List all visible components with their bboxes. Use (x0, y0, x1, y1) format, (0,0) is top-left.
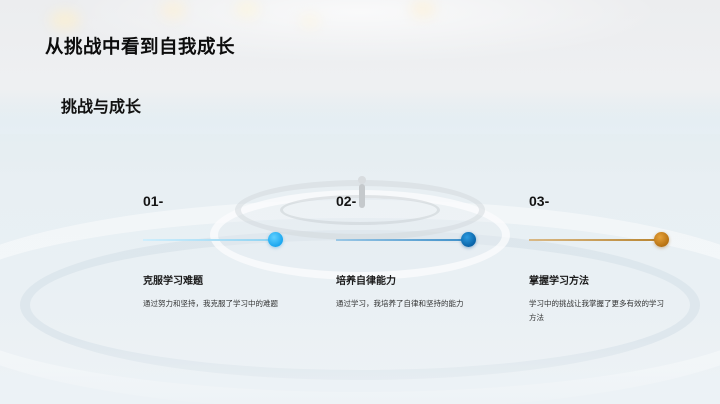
timeline-dot-icon (268, 232, 283, 247)
step-number: 01- (143, 193, 164, 209)
step-heading: 克服学习难题 (143, 276, 203, 287)
timeline-line (336, 239, 468, 241)
step-1: 01- 克服学习难题 通过努力和坚持，我克服了学习中的难题 (143, 193, 313, 311)
step-description: 学习中的挑战让我掌握了更多有效的学习方法 (529, 299, 664, 322)
step-number: 03- (529, 193, 550, 209)
step-3: 03- 掌握学习方法 学习中的挑战让我掌握了更多有效的学习方法 (529, 193, 699, 325)
step-number: 02- (336, 193, 357, 209)
step-timeline (336, 232, 506, 248)
step-heading: 掌握学习方法 (529, 276, 589, 287)
step-description: 通过努力和坚持，我克服了学习中的难题 (143, 299, 278, 308)
slide-subtitle: 挑战与成长 (61, 97, 142, 116)
timeline-line (529, 239, 661, 241)
timeline-line (143, 239, 275, 241)
step-description: 通过学习，我培养了自律和坚持的能力 (336, 299, 464, 308)
slide-title: 从挑战中看到自我成长 (45, 37, 236, 58)
step-timeline (143, 232, 313, 248)
step-heading: 培养自律能力 (336, 276, 396, 287)
step-timeline (529, 232, 699, 248)
step-2: 02- 培养自律能力 通过学习，我培养了自律和坚持的能力 (336, 193, 506, 311)
timeline-dot-icon (461, 232, 476, 247)
timeline-dot-icon (654, 232, 669, 247)
